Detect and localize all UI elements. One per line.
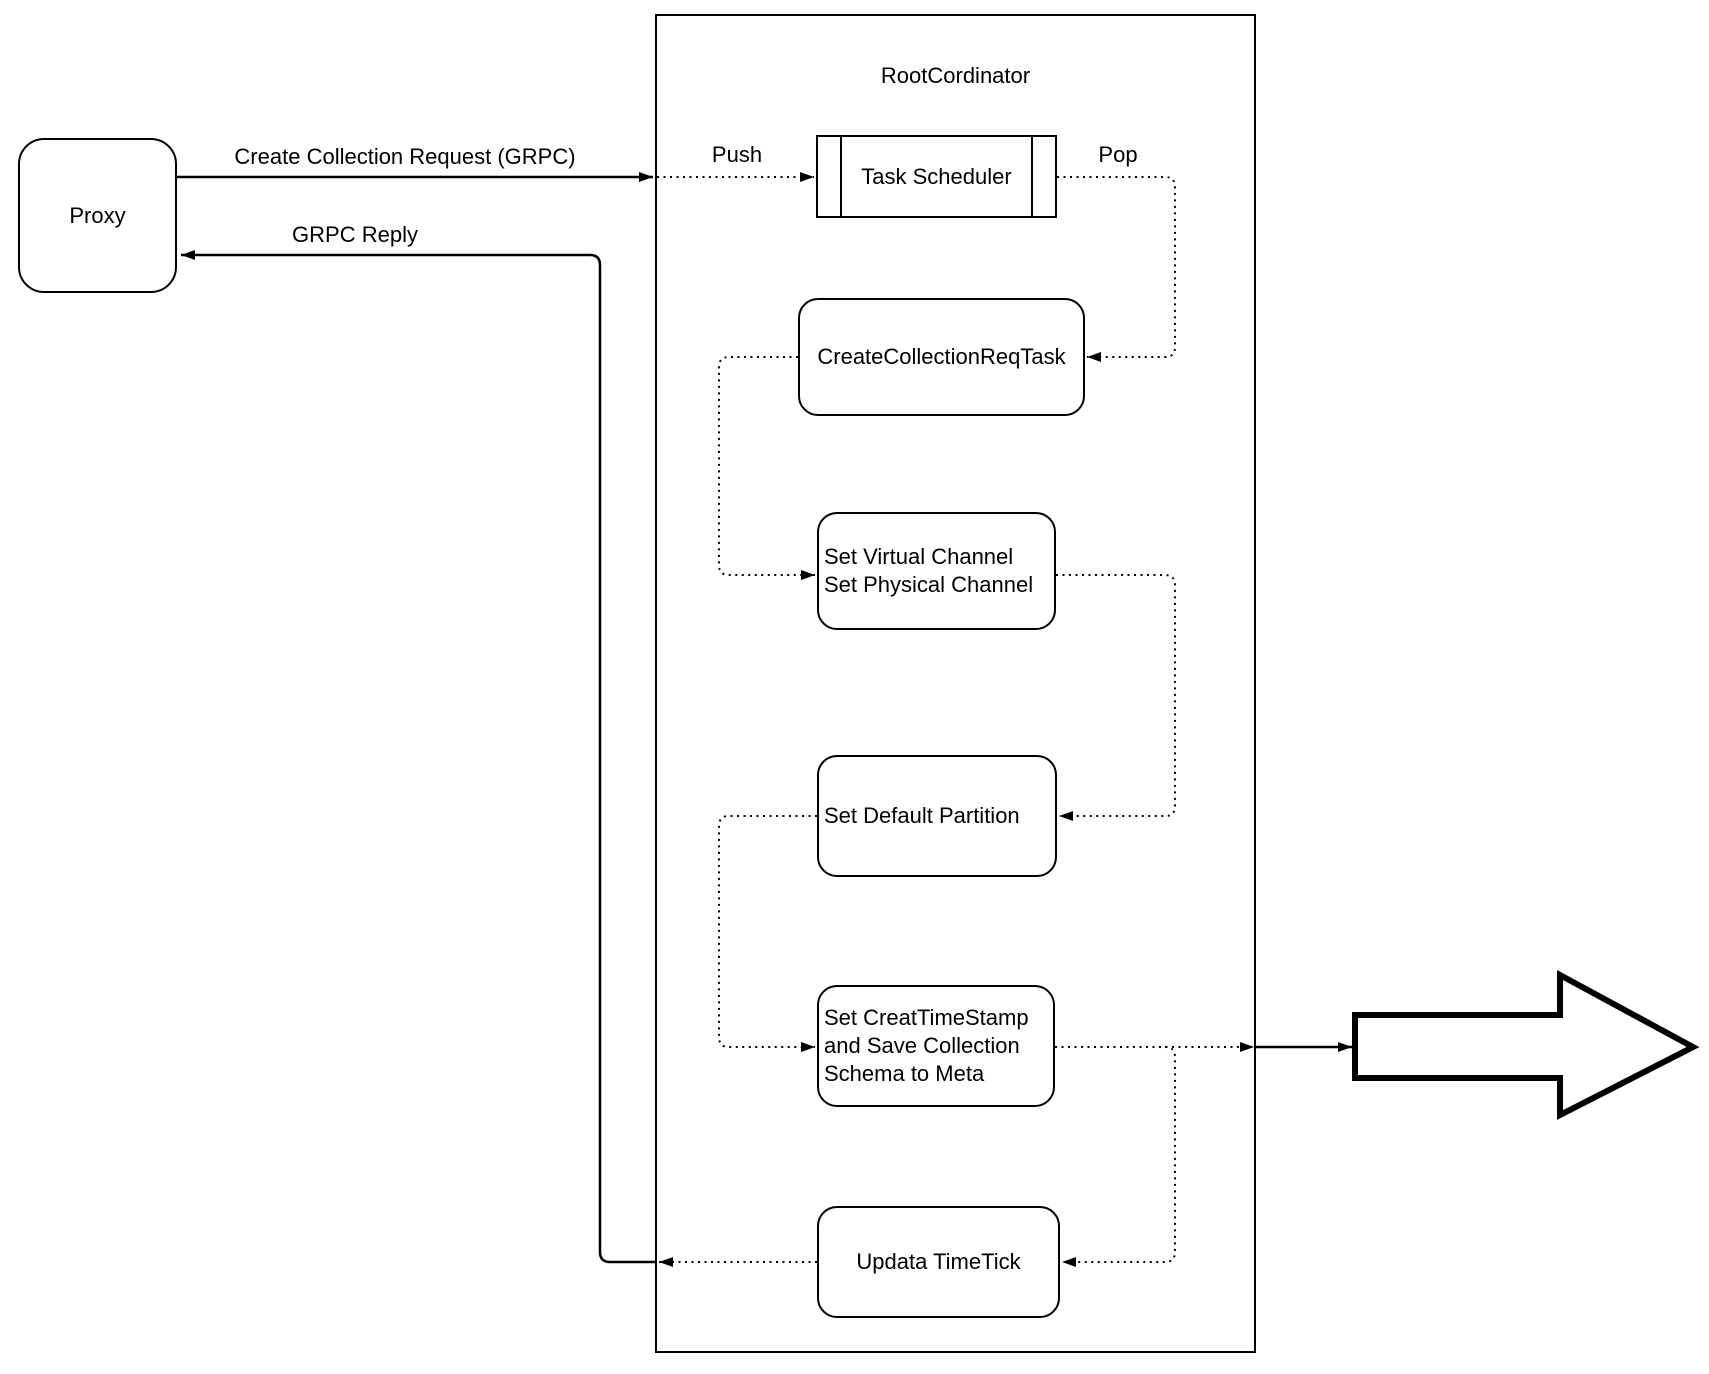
create-collection-req-task-node: CreateCollectionReqTask <box>798 298 1085 416</box>
set-creattimestamp-line2: and Save Collection <box>824 1033 1020 1058</box>
set-default-partition-node: Set Default Partition <box>817 755 1057 877</box>
set-channels-node: Set Virtual Channel Set Physical Channel <box>817 512 1056 630</box>
set-creattimestamp-line1: Set CreatTimeStamp <box>824 1005 1029 1030</box>
set-creattimestamp-node: Set CreatTimeStamp and Save Collection S… <box>817 985 1055 1107</box>
updata-timetick-node: Updata TimeTick <box>817 1206 1060 1318</box>
push-label: Push <box>711 142 763 167</box>
task-scheduler-label: Task Scheduler <box>861 163 1012 189</box>
task-scheduler-left-bar <box>840 137 842 216</box>
set-default-partition-label: Set Default Partition <box>824 803 1020 828</box>
create-collection-request-label: Create Collection Request (GRPC) <box>234 144 576 169</box>
rootcoordinator-container <box>655 14 1256 1353</box>
create-collection-req-task-label: CreateCollectionReqTask <box>817 344 1066 369</box>
set-creattimestamp-line3: Schema to Meta <box>824 1061 985 1086</box>
task-scheduler-node: Task Scheduler <box>816 135 1057 218</box>
task-scheduler-right-bar <box>1031 137 1033 216</box>
grpc-reply-label: GRPC Reply <box>292 222 418 247</box>
edge-grpc-reply <box>181 250 655 1264</box>
proxy-label: Proxy <box>69 202 126 228</box>
dml-channels-label: DML channnels <box>1418 1033 1572 1058</box>
proxy-node: Proxy <box>18 138 177 293</box>
rootcoordinator-title: RootCordinator <box>880 63 1031 88</box>
updata-timetick-label: Updata TimeTick <box>856 1249 1021 1274</box>
set-physical-channel-line: Set Physical Channel <box>824 572 1034 597</box>
pop-label: Pop <box>1098 142 1138 167</box>
set-virtual-channel-line: Set Virtual Channel <box>824 544 1014 569</box>
